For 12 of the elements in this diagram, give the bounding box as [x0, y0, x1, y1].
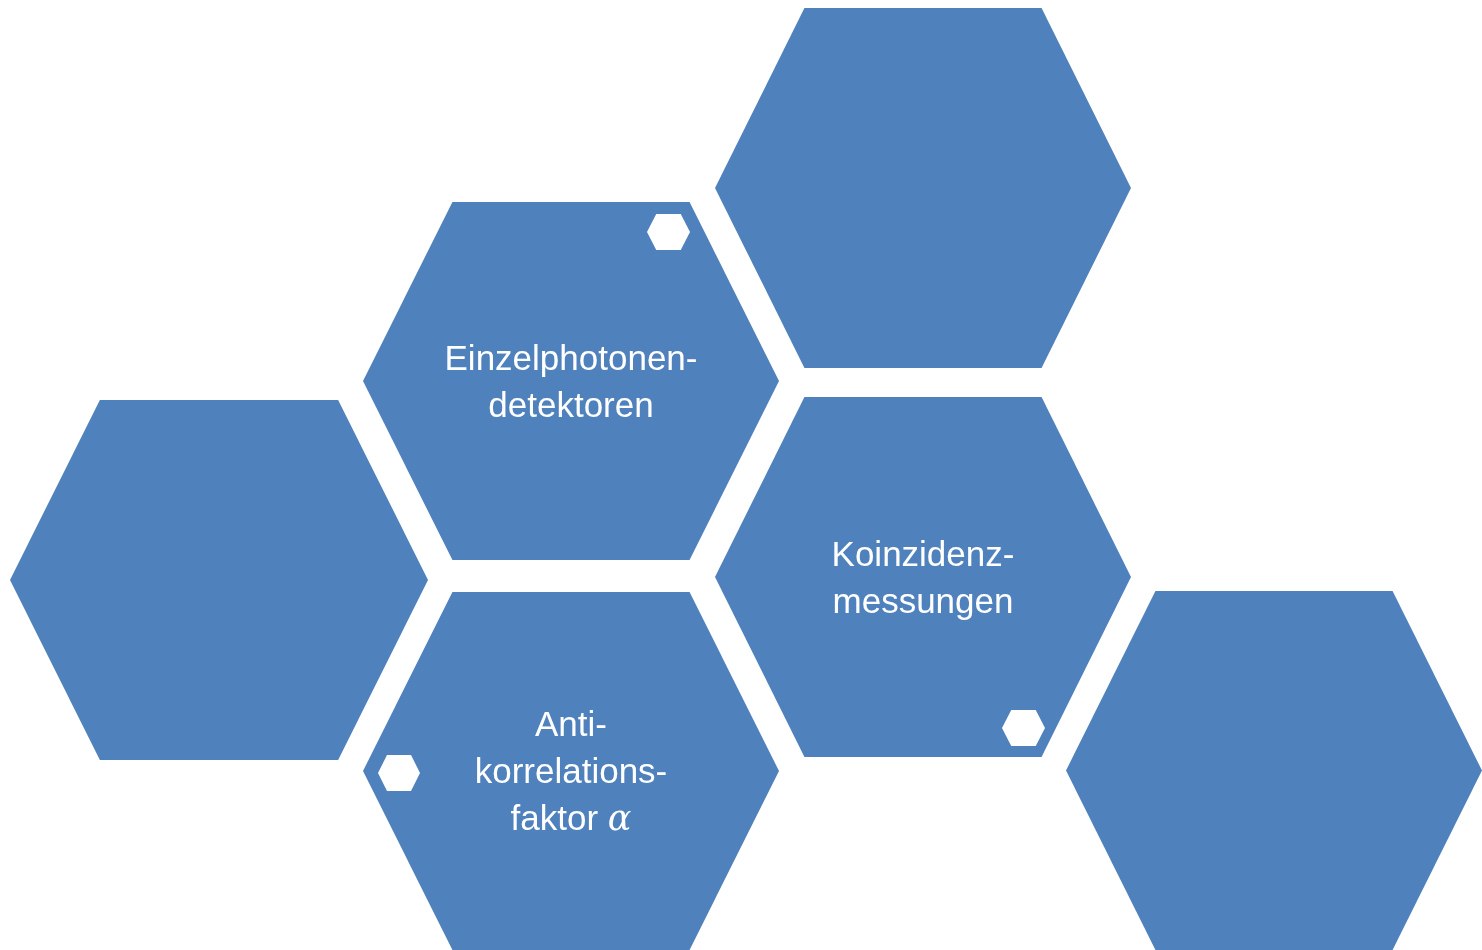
hexagon-tile	[715, 397, 1131, 757]
small-hexagon	[647, 214, 690, 250]
hexagon-tile	[715, 8, 1131, 368]
hexagon-tile	[363, 592, 779, 950]
small-hexagon	[1002, 710, 1045, 746]
small-hexagon	[378, 755, 420, 791]
hexagon-tile	[363, 202, 779, 560]
tile-label: Einzelphotonen- detektoren	[443, 337, 699, 426]
hexagon-tile	[1066, 591, 1482, 950]
hexagon-tile	[10, 400, 428, 760]
tile-label: Koinzidenz- messungen	[830, 533, 1016, 622]
tile-label: Anti- korrelations- faktor α	[473, 703, 669, 840]
